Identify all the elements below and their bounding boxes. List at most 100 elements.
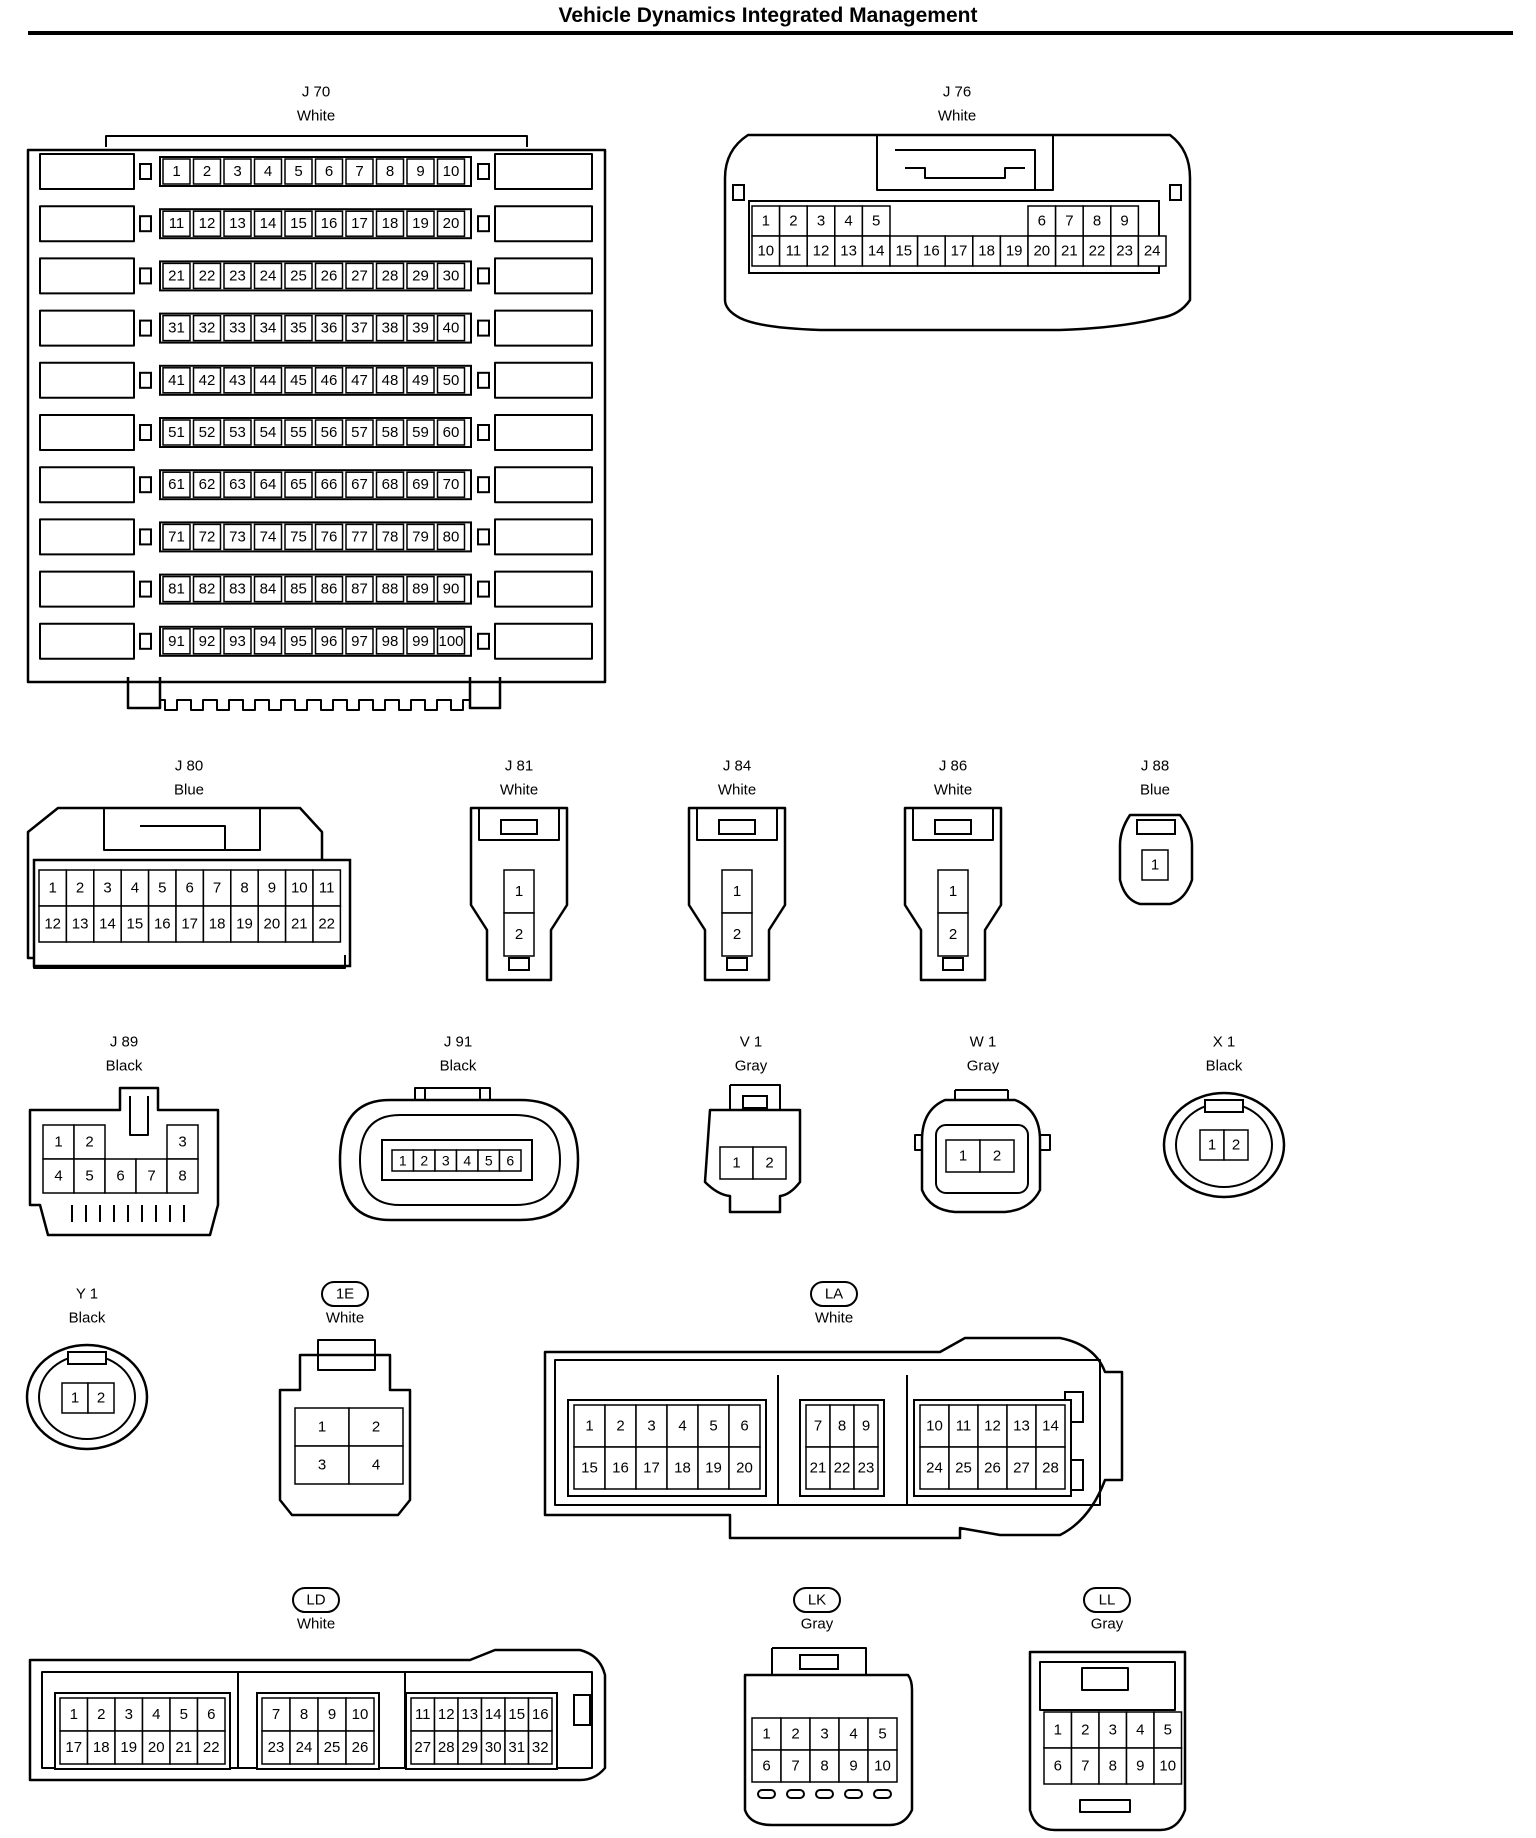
rail-slot [39, 518, 135, 556]
pin-cell [375, 523, 405, 551]
pin-number: 14 [868, 243, 885, 260]
connector-color: Blue [1140, 782, 1170, 799]
pin-cell [314, 523, 344, 551]
pin-cell [314, 575, 344, 603]
pin-number: 92 [199, 633, 216, 650]
housing-outline [105, 135, 528, 147]
pin-number: 91 [168, 633, 185, 650]
lock-tab [139, 163, 152, 180]
housing-outline [912, 808, 994, 841]
pin-number: 8 [300, 1706, 308, 1723]
pin-number: 13 [229, 215, 246, 232]
pin-cell [503, 912, 535, 957]
pin-cell [192, 367, 222, 394]
pin-number: 19 [412, 215, 429, 232]
lock-tab [139, 580, 152, 598]
pin-cell [436, 158, 466, 185]
pin-cell [223, 628, 252, 655]
pin-cell [436, 367, 466, 394]
connector-j88: 1 [1118, 813, 1194, 906]
pin-number: 66 [321, 476, 338, 493]
housing-outline [126, 677, 502, 710]
pin-cell [345, 262, 374, 290]
pin-cell [192, 471, 222, 498]
pin-cell [1043, 1747, 1073, 1785]
pin-number: 7 [1065, 213, 1073, 230]
pin-cell [1141, 849, 1169, 881]
pin-number: 2 [76, 880, 84, 897]
pin-number: 11 [169, 215, 185, 232]
pin-cell [345, 1730, 375, 1765]
pin-cell [223, 314, 252, 342]
id-badge-outline [292, 1587, 340, 1613]
pin-number: 15 [581, 1460, 598, 1477]
pin-number: 1 [399, 1153, 407, 1169]
lock-tab [139, 267, 152, 285]
pin-cell [253, 419, 283, 446]
pin-number: 96 [321, 633, 338, 650]
pin-cell [867, 1717, 898, 1751]
rail-slot [494, 257, 593, 295]
rail-slot [494, 570, 593, 608]
pin-number: 19 [120, 1739, 137, 1756]
id-badge-outline [793, 1587, 841, 1613]
pin-number: 18 [209, 916, 226, 933]
pin-number: 97 [351, 633, 368, 650]
pin-number: 4 [372, 1457, 380, 1474]
pin-number: 23 [229, 267, 246, 284]
lock-tab [477, 215, 490, 233]
pin-number: 6 [325, 163, 333, 180]
housing-outline [103, 808, 261, 851]
pin-cell [780, 1717, 811, 1751]
pin-number: 15 [508, 1706, 525, 1723]
pin-number: 7 [355, 163, 363, 180]
housing-outline [1118, 813, 1194, 906]
pin-cell [1035, 1404, 1066, 1448]
lock-tab [477, 632, 490, 650]
pin-cell [436, 471, 466, 498]
pin-number: 36 [321, 320, 338, 337]
pin-cell [253, 471, 283, 498]
pin-cell [162, 419, 191, 446]
rail-slot [39, 153, 135, 190]
lock-tab [477, 163, 490, 180]
pin-number: 52 [199, 424, 216, 441]
pin-number: 34 [260, 320, 277, 337]
pin-cell [223, 158, 252, 185]
pin-number: 2 [203, 163, 211, 180]
pin-number: 15 [895, 243, 912, 260]
terminal-slot [726, 957, 748, 971]
pin-number: 83 [229, 581, 246, 598]
pin-number: 61 [168, 476, 185, 493]
pin-number: 21 [1061, 243, 1078, 260]
pin-cell [406, 158, 435, 185]
pin-cell [162, 523, 191, 551]
pin-number: 4 [1136, 1722, 1144, 1739]
pin-cell [503, 869, 535, 914]
pin-number: 31 [168, 320, 185, 337]
rail-slot [494, 205, 593, 243]
pin-number: 27 [414, 1739, 431, 1756]
pin-number: 10 [1159, 1758, 1176, 1775]
latch-slot [844, 1789, 863, 1799]
lock-tab [1136, 819, 1176, 835]
pin-number: 4 [54, 1168, 62, 1185]
pin-cell [436, 262, 466, 290]
pin-number: 37 [351, 320, 368, 337]
pin-number: 98 [382, 633, 399, 650]
lock-tab [67, 1351, 107, 1365]
connector-id: J 81 [505, 758, 533, 775]
pin-cell [721, 912, 753, 957]
pin-cell [284, 262, 313, 290]
connector-color: White [297, 108, 335, 125]
title-rule [28, 31, 1513, 35]
housing-outline [278, 1353, 412, 1517]
pin-number: 11 [956, 1418, 972, 1435]
pin-number: 19 [705, 1460, 722, 1477]
